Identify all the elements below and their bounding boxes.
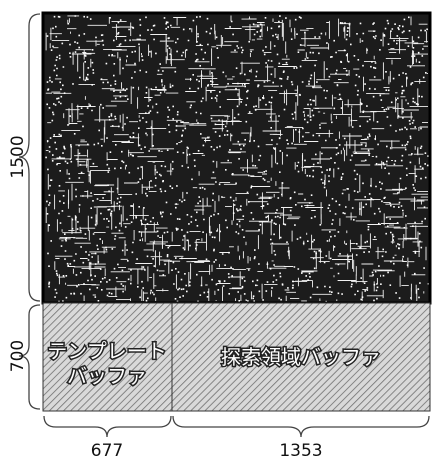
buffer-height-label: 700 bbox=[8, 340, 28, 372]
search-buffer-region: 探索領域バッファ bbox=[171, 302, 431, 412]
image-height-brace bbox=[18, 13, 41, 302]
image-region bbox=[41, 11, 432, 305]
image-texture bbox=[45, 15, 430, 303]
image-height-label: 1500 bbox=[8, 135, 28, 178]
template-width-brace bbox=[43, 415, 172, 438]
template-buffer-label-line1: テンプレート bbox=[47, 339, 166, 363]
search-width-brace bbox=[172, 415, 430, 438]
template-width-label: 677 bbox=[91, 441, 123, 460]
buffer-height-brace bbox=[18, 304, 41, 410]
texture-strokes bbox=[45, 15, 428, 302]
search-buffer-label: 探索領域バッファ bbox=[221, 345, 381, 369]
search-width-label: 1353 bbox=[279, 441, 322, 460]
template-buffer-label-line2: バッファ bbox=[67, 364, 147, 388]
template-buffer-region: テンプレート バッファ bbox=[42, 302, 173, 412]
